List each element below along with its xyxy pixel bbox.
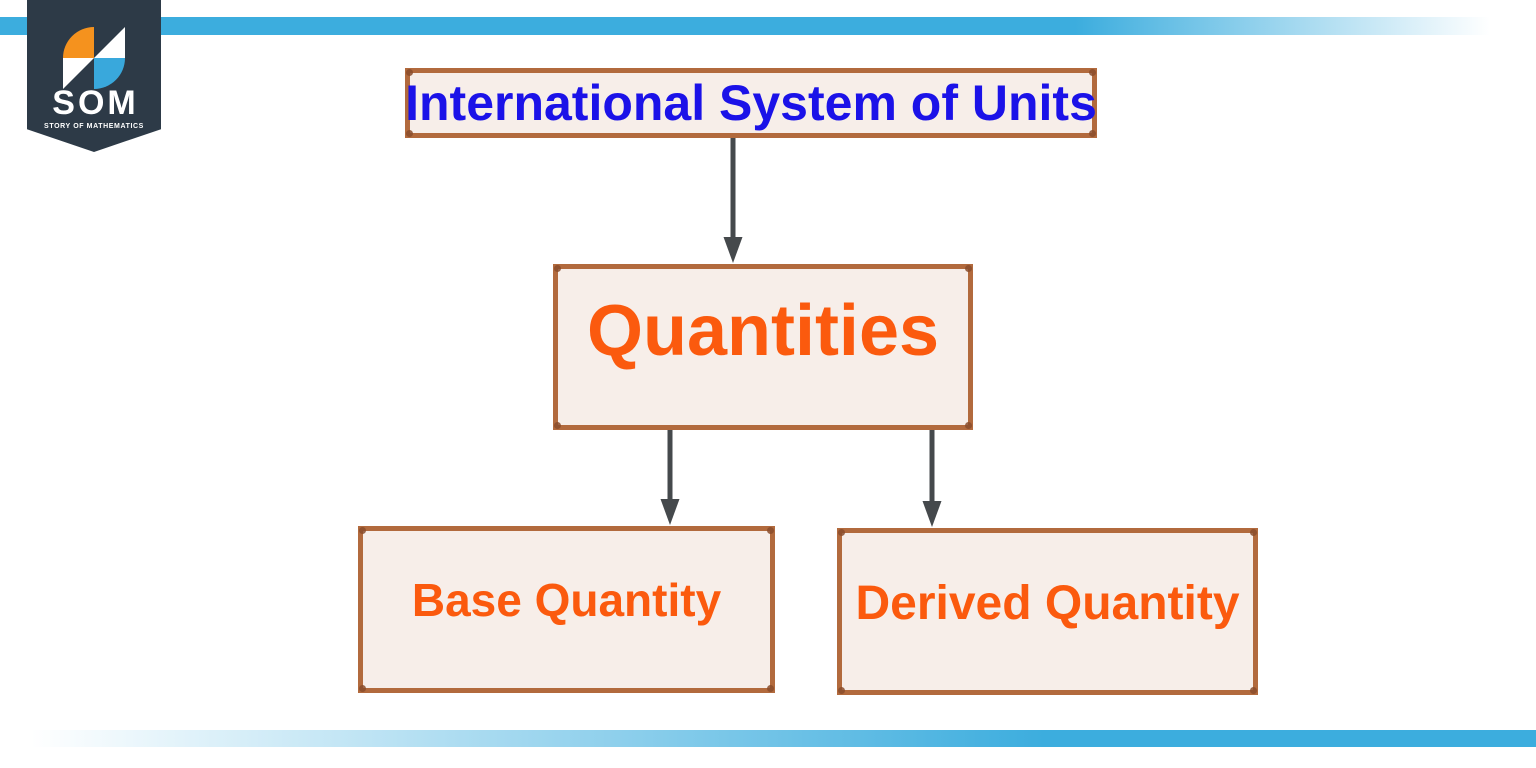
arrow-quantities-to-base [660,426,680,525]
node-label: Derived Quantity [855,577,1240,630]
top-accent-bar [0,17,1536,35]
corner-handle [767,685,774,692]
corner-handle [406,130,413,137]
corner-handle [1089,69,1096,76]
corner-handle [359,685,366,692]
corner-handle [554,422,561,429]
corner-handle [965,265,972,272]
corner-handle [965,422,972,429]
logo-acronym: SOM [52,84,139,122]
logo-tagline: STORY OF MATHEMATICS [44,123,144,130]
som-logo-badge: SOM STORY OF MATHEMATICS [27,0,161,152]
node-label: Base Quantity [411,573,722,626]
node-international-system-of-units: International System of Units [405,68,1097,138]
node-quantities: Quantities [553,264,973,430]
node-label: Quantities [586,291,940,371]
corner-handle [838,529,845,536]
node-label: International System of Units [405,75,1097,131]
corner-handle [838,687,845,694]
arrow-quantities-to-derived [922,426,942,527]
corner-handle [1250,687,1257,694]
som-pinwheel-icon [63,27,125,89]
node-base-quantity: Base Quantity [358,526,775,693]
bottom-accent-bar [0,730,1536,747]
corner-handle [406,69,413,76]
corner-handle [767,527,774,534]
corner-handle [1250,529,1257,536]
corner-handle [1089,130,1096,137]
node-derived-quantity: Derived Quantity [837,528,1258,695]
arrow-siu-to-quantities [723,134,743,263]
corner-handle [359,527,366,534]
corner-handle [554,265,561,272]
